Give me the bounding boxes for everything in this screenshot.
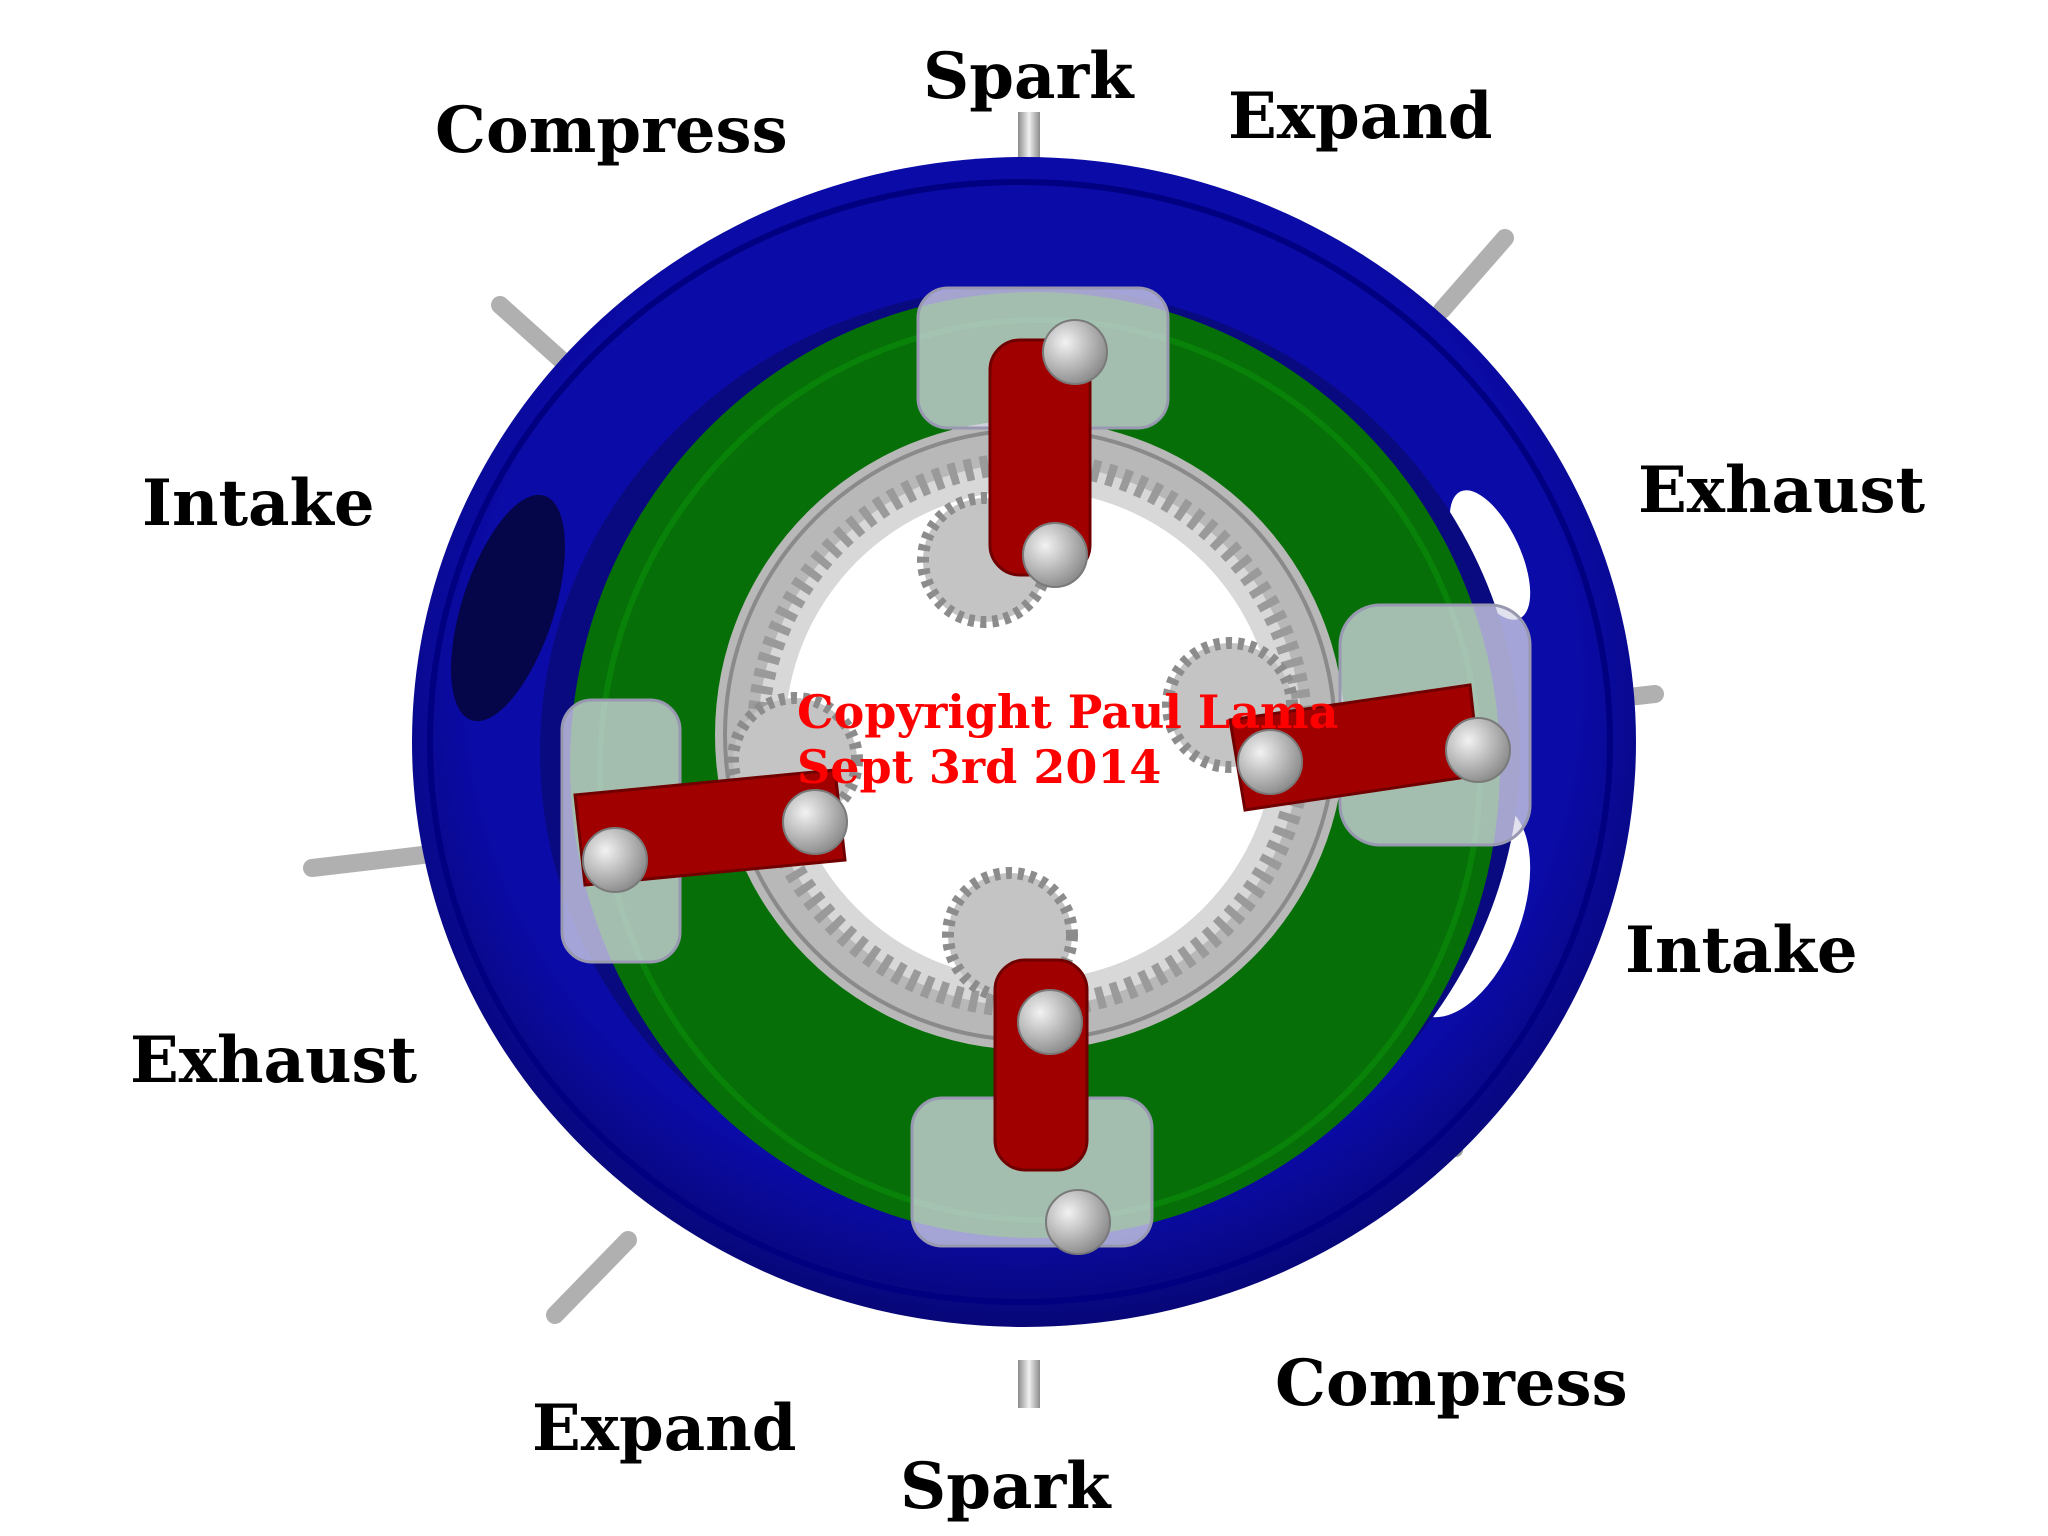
spark-plug-bottom	[1018, 1360, 1040, 1408]
label-compress-top: Compress	[435, 93, 788, 168]
label-expand-bottom: Expand	[532, 1391, 796, 1466]
exhaust-port-right	[1449, 490, 1531, 620]
pins	[582, 319, 1511, 1255]
label-intake-right: Intake	[1625, 913, 1858, 988]
intake-port-left	[451, 494, 565, 722]
pin-top-outer	[1042, 319, 1108, 385]
copyright-watermark: Copyright Paul Lama Sept 3rd 2014	[797, 685, 1339, 794]
label-spark-bottom: Spark	[900, 1449, 1112, 1524]
copyright-line-2: Sept 3rd 2014	[797, 740, 1161, 794]
pin-right-inner	[1237, 729, 1303, 795]
pin-left-outer	[582, 827, 648, 893]
pin-left-inner	[782, 789, 848, 855]
label-spark-top: Spark	[923, 39, 1135, 114]
label-exhaust-left: Exhaust	[130, 1023, 418, 1098]
pin-top-inner	[1022, 522, 1088, 588]
pin-right-outer	[1445, 717, 1511, 783]
label-intake-left: Intake	[142, 466, 375, 541]
rod-upper-right	[1433, 229, 1514, 319]
label-compress-bottom: Compress	[1275, 1346, 1628, 1421]
copyright-line-1: Copyright Paul Lama	[797, 685, 1339, 739]
cycle-labels: Spark Compress Expand Intake Exhaust Int…	[130, 39, 1926, 1524]
gear-hub	[785, 490, 1275, 980]
rod-lower-left	[546, 1231, 637, 1324]
pin-bottom-inner	[1017, 989, 1083, 1055]
label-exhaust-right: Exhaust	[1638, 453, 1926, 528]
pin-bottom-outer	[1045, 1189, 1111, 1255]
label-expand-top: Expand	[1228, 79, 1492, 154]
